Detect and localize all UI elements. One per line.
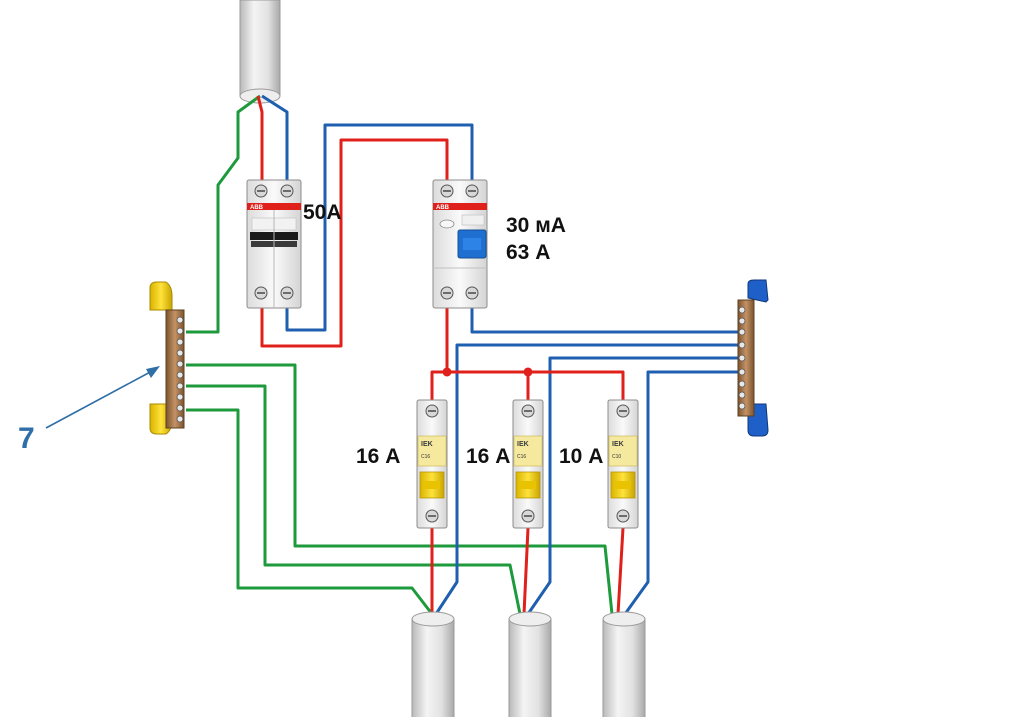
earth-busbar-icon <box>149 281 185 435</box>
breaker-2-icon: IEK C16 <box>512 399 544 529</box>
breaker-2-brand: IEK <box>517 441 529 448</box>
neutral-wire-rcd-to-bus <box>470 305 742 334</box>
main-breaker-label: 50А <box>303 201 342 224</box>
callout-number: 7 <box>18 422 35 455</box>
phase-wire-rcd-to-breakers <box>430 305 449 402</box>
neutral-busbar-icon <box>737 279 769 437</box>
breaker-1-type: C16 <box>421 454 430 460</box>
rcd-brand: ABB <box>436 205 450 211</box>
earth-busbar-screws <box>176 316 184 423</box>
rcd-icon: ABB <box>432 179 488 309</box>
breaker-1-brand: IEK <box>421 441 433 448</box>
neutral-wire-supply <box>261 94 289 186</box>
phase-bus-line <box>432 370 625 402</box>
phase-wire-outlet-2 <box>522 527 530 615</box>
phase-wire-main-to-rcd <box>260 138 449 348</box>
breaker-1-icon: IEK C16 <box>416 399 448 529</box>
callout-arrow-head <box>146 366 160 378</box>
breaker-2-label: 16 А <box>466 445 510 468</box>
breaker-1-label: 16 А <box>356 445 400 468</box>
earth-wire-outlet-3 <box>186 363 614 615</box>
neutral-wires <box>261 94 742 615</box>
rcd-current-label: 30 мА <box>506 214 566 237</box>
phase-junction-2 <box>523 367 533 377</box>
phase-junction-1 <box>442 367 452 377</box>
earth-wire-outlet-2 <box>186 384 522 615</box>
breaker-3-brand: IEK <box>612 441 624 448</box>
outgoing-cable-2-icon <box>508 611 552 717</box>
phase-wire-outlet-3 <box>616 527 625 615</box>
earth-wire-supply <box>186 94 261 334</box>
earth-wires <box>186 94 614 615</box>
rcd-rating-label: 63 А <box>506 241 550 264</box>
earth-wire-outlet-1 <box>186 408 434 615</box>
neutral-wire-outlet-1 <box>434 343 742 615</box>
breaker-2-type: C16 <box>517 454 526 460</box>
outgoing-cable-3-icon <box>602 611 646 717</box>
breaker-3-label: 10 А <box>559 445 603 468</box>
neutral-wire-outlet-2 <box>526 356 742 615</box>
neutral-wire-main-to-rcd <box>285 123 474 332</box>
neutral-wire-outlet-3 <box>623 370 742 615</box>
callout-arrow <box>45 369 155 429</box>
phase-wire-supply <box>256 95 264 186</box>
phase-wires <box>256 95 625 615</box>
main-breaker-brand: ABB <box>250 205 264 211</box>
main-breaker-icon: ABB <box>246 179 302 309</box>
supply-cable-icon <box>239 0 281 104</box>
neutral-busbar-screws <box>738 306 746 410</box>
breaker-3-type: C10 <box>612 454 621 460</box>
outgoing-cable-1-icon <box>411 611 455 717</box>
breaker-3-icon: IEK C10 <box>607 399 639 529</box>
